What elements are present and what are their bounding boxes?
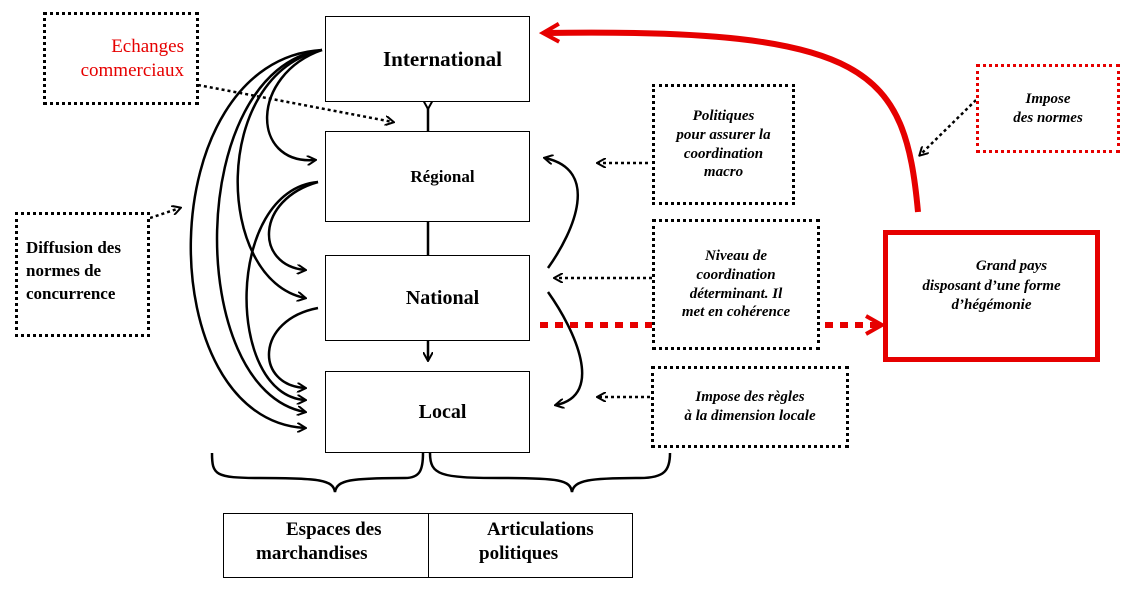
level-national: National — [325, 255, 530, 341]
bottom-table: Espaces des marchandises Articulations p… — [223, 513, 633, 578]
niveau-line-3: déterminant. Il — [689, 285, 783, 302]
niveau-line-1: Niveau de — [704, 248, 768, 264]
level-local: Local — [325, 371, 530, 453]
grand-pays-line-3: d’hégémonie — [951, 297, 1032, 313]
box-grand-pays: Grand pays disposant d’une forme d’hégém… — [883, 230, 1100, 362]
articulations-line-2: politiques — [479, 542, 559, 564]
politiques-line-3: coordination — [683, 145, 764, 162]
s-curve-upper — [545, 158, 579, 269]
curve-intl-national — [236, 48, 323, 298]
articulations-line-1: Articulations — [487, 519, 594, 540]
curve-intl-regional — [265, 48, 323, 160]
impose-regles-line-1: Impose des règles — [695, 389, 805, 406]
note-politiques: Politiques pour assurer la coordination … — [652, 84, 795, 205]
level-regional: Régional — [325, 131, 530, 222]
impose-normes-line-1: Impose — [1025, 90, 1071, 107]
impose-normes-line-2: des normes — [1013, 109, 1083, 126]
level-international-label: International — [382, 46, 502, 71]
bottom-cell-articulations: Articulations politiques — [429, 514, 632, 577]
curve-intl-local-outer — [189, 48, 323, 428]
diffusion-line-1: Diffusion des — [26, 238, 121, 257]
arrow-diffusion — [149, 208, 180, 220]
politiques-line-2: pour assurer la — [676, 126, 771, 143]
note-echanges-commerciaux: Echanges commerciaux — [43, 12, 199, 105]
grand-pays-line-1: Grand pays — [975, 258, 1048, 274]
note-diffusion-normes: Diffusion des normes de concurrence — [15, 212, 150, 337]
espaces-line-2: marchandises — [256, 542, 368, 564]
level-local-label: Local — [418, 400, 467, 423]
note-impose-regles: Impose des règles à la dimension locale — [651, 366, 849, 448]
curve-intl-local — [215, 48, 323, 412]
curve-reg-local — [245, 180, 319, 400]
niveau-line-2: coordination — [696, 266, 776, 283]
curve-nat-local — [267, 306, 319, 388]
brace-left — [210, 452, 425, 493]
note-niveau-coordination: Niveau de coordination déterminant. Il m… — [652, 219, 820, 350]
politiques-line-4: macro — [703, 164, 744, 181]
echanges-line-2: commerciaux — [80, 59, 184, 81]
diffusion-line-3: concurrence — [26, 283, 116, 303]
brace-right — [428, 452, 672, 493]
bottom-cell-espaces: Espaces des marchandises — [224, 514, 429, 577]
s-curve-lower — [546, 291, 584, 405]
impose-regles-line-2: à la dimension locale — [684, 408, 816, 424]
level-regional-label: Régional — [410, 166, 475, 186]
grand-pays-line-2: disposant d’une forme — [922, 277, 1061, 294]
espaces-line-1: Espaces des — [286, 519, 382, 540]
curve-reg-national — [267, 180, 319, 270]
note-impose-normes: Impose des normes — [976, 64, 1120, 153]
diffusion-line-2: normes de — [26, 260, 102, 280]
red-hegemony-arrow — [545, 33, 921, 213]
echanges-line-1: Echanges — [111, 36, 184, 57]
niveau-line-4: met en cohérence — [681, 304, 791, 321]
level-national-label: National — [405, 286, 480, 309]
politiques-line-1: Politiques — [692, 108, 755, 124]
arrow-impose-normes — [920, 99, 977, 155]
level-international: International — [325, 16, 530, 102]
